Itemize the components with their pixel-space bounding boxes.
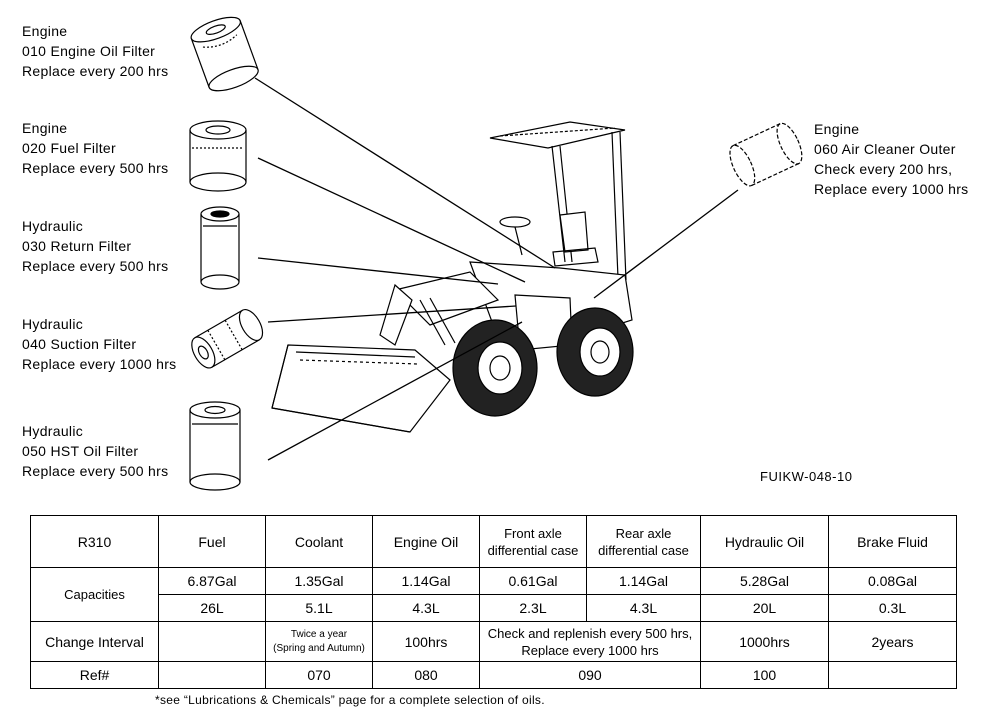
ref-fuel xyxy=(158,661,266,689)
interval-fuel xyxy=(158,621,266,662)
callout-050-line-3: Replace every 500 hrs xyxy=(22,463,169,479)
col-header-engine-oil: Engine Oil xyxy=(372,515,480,568)
interval-brake-fluid: 2years xyxy=(828,621,957,662)
callout-040: Hydraulic 040 Suction Filter Replace eve… xyxy=(22,314,176,374)
loader-diagram xyxy=(189,16,803,491)
interval-coolant-line-2: (Spring and Autumn) xyxy=(273,642,365,654)
fuel-filter-icon xyxy=(189,120,247,192)
callout-030-line-1: Hydraulic xyxy=(22,218,84,234)
callout-010-line-2: 010 Engine Oil Filter xyxy=(22,43,156,59)
cap-gal-brake-fluid: 0.08Gal xyxy=(828,567,957,595)
callout-020-line-3: Replace every 500 hrs xyxy=(22,160,169,176)
cap-l-hydraulic-oil: 20L xyxy=(700,594,829,622)
cap-l-coolant: 5.1L xyxy=(265,594,373,622)
col-header-front-axle-line-2: differential case xyxy=(487,542,579,558)
col-header-brake-fluid: Brake Fluid xyxy=(828,515,957,568)
col-header-front-axle-line-1: Front axle xyxy=(504,525,562,541)
col-header-hydraulic-oil: Hydraulic Oil xyxy=(700,515,829,568)
callout-010-line-1: Engine xyxy=(22,23,68,39)
cap-l-engine-oil: 4.3L xyxy=(372,594,480,622)
callout-030-line-3: Replace every 500 hrs xyxy=(22,258,169,274)
interval-axles-line-1: Check and replenish every 500 hrs, xyxy=(487,625,693,641)
table-header-row: R310 Fuel Coolant Engine Oil Front axle … xyxy=(30,515,957,568)
col-header-rear-axle-line-2: differential case xyxy=(598,542,689,558)
engine-oil-filter-icon xyxy=(190,16,259,92)
callout-030-line-2: 030 Return Filter xyxy=(22,238,132,254)
ref-label: Ref# xyxy=(30,661,159,689)
callout-060: Engine 060 Air Cleaner Outer Check every… xyxy=(814,119,968,199)
front-wheel xyxy=(452,319,538,417)
col-header-rear-axle: Rear axle differential case xyxy=(586,515,701,568)
change-interval-label: Change Interval xyxy=(30,621,159,662)
cap-l-rear-axle: 4.3L xyxy=(586,594,701,622)
callout-060-line-4: Replace every 1000 hrs xyxy=(814,181,969,197)
callout-040-line-3: Replace every 1000 hrs xyxy=(22,356,177,372)
cap-gal-engine-oil: 1.14Gal xyxy=(372,567,480,595)
callout-020-line-1: Engine xyxy=(22,120,68,136)
cap-gal-coolant: 1.35Gal xyxy=(265,567,373,595)
interval-coolant-line-1: Twice a year xyxy=(290,628,348,640)
ref-brake-fluid xyxy=(828,661,957,689)
cap-gal-front-axle: 0.61Gal xyxy=(479,567,587,595)
callout-050-line-2: 050 HST Oil Filter xyxy=(22,443,139,459)
table-row-change-interval: Change Interval Twice a year (Spring and… xyxy=(30,621,957,662)
callout-050-line-1: Hydraulic xyxy=(22,423,84,439)
callout-030: Hydraulic 030 Return Filter Replace ever… xyxy=(22,216,168,276)
ref-hydraulic-oil: 100 xyxy=(700,661,829,689)
callout-010-line-3: Replace every 200 hrs xyxy=(22,63,169,79)
cap-gal-hydraulic-oil: 5.28Gal xyxy=(700,567,829,595)
figure-code: FUIKW-048-10 xyxy=(760,469,853,484)
interval-coolant: Twice a year (Spring and Autumn) xyxy=(265,621,373,662)
footnote: *see “Lubrications & Chemicals” page for… xyxy=(155,693,545,707)
capacities-label: Capacities xyxy=(30,567,159,622)
callout-040-line-1: Hydraulic xyxy=(22,316,84,332)
air-cleaner-icon xyxy=(729,122,803,187)
leader-lines xyxy=(254,77,739,461)
wheel-loader-illustration xyxy=(271,121,634,433)
interval-hydraulic-oil: 1000hrs xyxy=(700,621,829,662)
col-header-fuel: Fuel xyxy=(158,515,266,568)
capacities-table: R310 Fuel Coolant Engine Oil Front axle … xyxy=(30,515,957,689)
return-filter-icon xyxy=(200,206,240,290)
ref-axles: 090 xyxy=(479,661,701,689)
callout-060-line-1: Engine xyxy=(814,121,860,137)
ref-coolant: 070 xyxy=(265,661,373,689)
callout-020-line-2: 020 Fuel Filter xyxy=(22,140,116,156)
hst-oil-filter-icon xyxy=(189,401,241,491)
interval-engine-oil: 100hrs xyxy=(372,621,480,662)
callout-060-line-3: Check every 200 hrs, xyxy=(814,161,953,177)
ref-engine-oil: 080 xyxy=(372,661,480,689)
callout-040-line-2: 040 Suction Filter xyxy=(22,336,137,352)
col-header-front-axle: Front axle differential case xyxy=(479,515,587,568)
model-cell: R310 xyxy=(30,515,159,568)
suction-filter-icon xyxy=(191,309,264,369)
callout-010: Engine 010 Engine Oil Filter Replace eve… xyxy=(22,21,168,81)
table-row-capacities-l: 26L 5.1L 4.3L 2.3L 4.3L 20L 0.3L xyxy=(31,594,957,622)
col-header-rear-axle-line-1: Rear axle xyxy=(615,525,672,541)
cap-l-fuel: 26L xyxy=(158,594,266,622)
table-row-ref: Ref# 070 080 090 100 xyxy=(30,661,957,689)
callout-020: Engine 020 Fuel Filter Replace every 500… xyxy=(22,118,168,178)
cap-l-brake-fluid: 0.3L xyxy=(828,594,957,622)
cap-l-front-axle: 2.3L xyxy=(479,594,587,622)
interval-axles: Check and replenish every 500 hrs, Repla… xyxy=(479,621,701,662)
callout-050: Hydraulic 050 HST Oil Filter Replace eve… xyxy=(22,421,168,481)
table-row-capacities-gal: Capacities 6.87Gal 1.35Gal 1.14Gal 0.61G… xyxy=(30,567,957,622)
callout-060-line-2: 060 Air Cleaner Outer xyxy=(814,141,956,157)
cap-gal-rear-axle: 1.14Gal xyxy=(586,567,701,595)
rear-wheel xyxy=(556,307,634,397)
col-header-coolant: Coolant xyxy=(265,515,373,568)
interval-axles-line-2: Replace every 1000 hrs xyxy=(521,642,659,658)
cap-gal-fuel: 6.87Gal xyxy=(158,567,266,595)
